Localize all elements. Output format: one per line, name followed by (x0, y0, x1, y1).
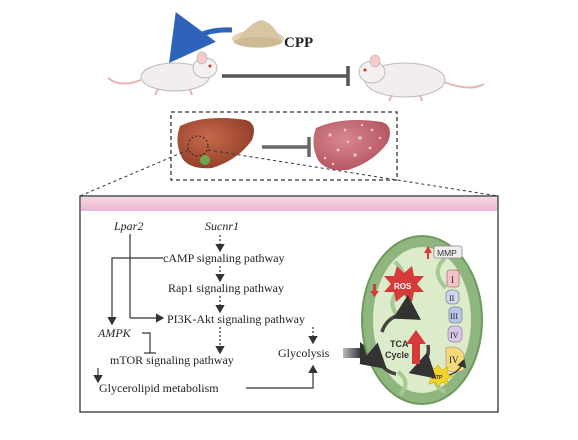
mmp-label: MMP (437, 248, 457, 258)
ros-down-arrow (370, 284, 379, 297)
pathway-mtor: mTOR signaling pathway (110, 353, 234, 367)
inhibition-mice (222, 66, 350, 86)
treatment-arrow (169, 11, 233, 64)
cpp-powder (232, 20, 284, 48)
pathway-glycolysis: Glycolysis (278, 346, 330, 360)
pathway-glycerolipid: Glycerolipid metabolism (99, 381, 219, 395)
gene-sucnr1: Sucnr1 (205, 219, 239, 233)
complex-3: III (450, 312, 458, 321)
liver-healthy (177, 118, 254, 169)
glycerolipid-to-glycolysis (246, 364, 318, 389)
inhibition-liver (262, 137, 311, 157)
mmp-indicator: MMP (424, 245, 463, 259)
tca-up-arrow (406, 330, 426, 364)
cpp-label: CPP (284, 35, 313, 51)
complex-1: I (451, 275, 454, 285)
pathway-camp: cAMP signaling pathway (163, 251, 285, 265)
ros-label: ROS (394, 282, 412, 291)
pathway-pi3k: PI3K-Akt signaling pathway (167, 312, 305, 326)
atp-label: ATP (432, 375, 443, 381)
liver-zoom-circle (187, 135, 209, 157)
mitochondrion (361, 235, 483, 405)
lpar2-links (107, 234, 165, 326)
mouse-model (358, 54, 485, 102)
complex-4: IV (450, 331, 459, 340)
ros-burst: ROS (384, 266, 424, 302)
tca-label-2: Cycle (385, 350, 409, 360)
pathway-rap1: Rap1 signaling pathway (168, 281, 284, 295)
panel-band (81, 197, 497, 211)
mouse-treated (107, 51, 218, 96)
tca-cycle: TCA Cycle (359, 294, 437, 379)
tca-label-1: TCA (390, 339, 409, 349)
sucnr1-chain (93, 235, 225, 384)
liver-box (170, 111, 398, 181)
gene-ampk: AMPK (97, 326, 132, 340)
ampk-inhibition (142, 332, 156, 354)
complex-2: II (449, 294, 455, 303)
gene-lpar2: Lpar2 (113, 219, 143, 233)
atp-arrow (448, 358, 467, 376)
liver-damaged (313, 120, 390, 171)
zoom-line-right (207, 149, 499, 197)
complex-5: IV (449, 355, 459, 365)
zoom-line-left (79, 149, 189, 197)
